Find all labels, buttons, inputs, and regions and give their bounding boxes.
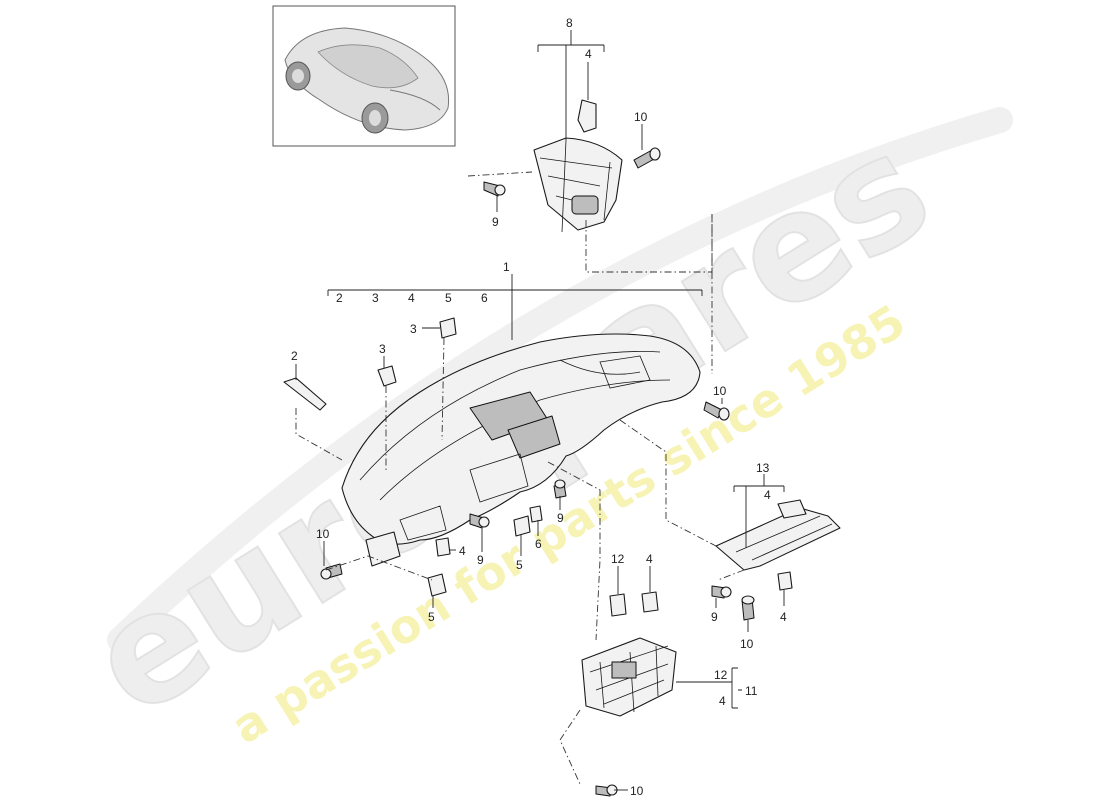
watermark-swoosh bbox=[107, 107, 1013, 653]
cross-member-bracket bbox=[715, 499, 841, 571]
callout-3-clip: 3 bbox=[410, 322, 417, 336]
callout-10-left: 10 bbox=[316, 527, 330, 541]
callout-9-mid-b: 9 bbox=[557, 511, 564, 525]
callout-4-top: 4 bbox=[585, 47, 592, 61]
callout-4-group: 4 bbox=[408, 291, 415, 305]
callout-6-mid: 6 bbox=[535, 537, 542, 551]
bolt-10-left bbox=[320, 563, 343, 580]
lower-left-mount bbox=[365, 531, 401, 567]
callout-3-side: 3 bbox=[379, 342, 386, 356]
callout-13: 13 bbox=[756, 461, 770, 475]
callout-10-right: 10 bbox=[713, 384, 727, 398]
callout-5-left: 5 bbox=[428, 610, 435, 624]
clip-4-13b bbox=[777, 571, 793, 591]
clip-part-4-top bbox=[577, 99, 597, 133]
callout-5-group: 5 bbox=[445, 291, 452, 305]
bolt-9-mid-a bbox=[469, 513, 490, 529]
clip-6-mid bbox=[529, 505, 543, 523]
reference-lines bbox=[295, 171, 745, 785]
callout-3-group: 3 bbox=[372, 291, 379, 305]
bolt-9-13 bbox=[711, 585, 732, 599]
callout-12-top: 12 bbox=[611, 552, 625, 566]
callout-10-13: 10 bbox=[740, 637, 754, 651]
callout-4-13: 4 bbox=[764, 488, 771, 502]
callout-9-top: 9 bbox=[492, 215, 499, 229]
callout-4-12: 4 bbox=[646, 552, 653, 566]
clip-12-top bbox=[609, 593, 627, 617]
bolt-10-13 bbox=[741, 595, 755, 621]
sports-car-icon bbox=[284, 27, 450, 134]
callout-10-bottom: 10 bbox=[630, 784, 644, 798]
callout-11: 11 bbox=[745, 684, 758, 698]
callout-2-group: 2 bbox=[336, 291, 343, 305]
callout-10-top: 10 bbox=[634, 110, 648, 124]
callout-4-11: 4 bbox=[719, 694, 726, 708]
callout-numbers: 8 4 10 9 1 2 3 4 5 6 2 3 3 10 10 4 9 9 6… bbox=[291, 16, 787, 798]
leader-lines bbox=[295, 30, 785, 791]
callout-9-13: 9 bbox=[711, 610, 718, 624]
callout-4-mid: 4 bbox=[459, 544, 466, 558]
bolt-9-mid-b bbox=[553, 479, 567, 499]
clip-5-left bbox=[427, 573, 447, 597]
dashboard-carrier bbox=[341, 333, 701, 545]
clip-3-left bbox=[377, 365, 397, 387]
callout-8: 8 bbox=[566, 16, 573, 30]
callout-9-mid-a: 9 bbox=[477, 553, 484, 567]
callout-6-group: 6 bbox=[481, 291, 488, 305]
car-thumbnail bbox=[272, 5, 456, 147]
callout-5-mid: 5 bbox=[516, 558, 523, 572]
clip-4-12 bbox=[641, 591, 659, 613]
callout-1: 1 bbox=[503, 260, 510, 274]
bolt-10-top bbox=[633, 147, 661, 169]
callout-12-11: 12 bbox=[714, 668, 728, 682]
bolt-10-right bbox=[703, 401, 730, 421]
center-console-frame bbox=[581, 637, 677, 717]
clip-5-mid bbox=[513, 515, 531, 537]
callout-2-side: 2 bbox=[291, 349, 298, 363]
callout-4-13b: 4 bbox=[780, 610, 787, 624]
clip-4-mid bbox=[435, 537, 451, 557]
side-bracket-2 bbox=[283, 377, 327, 411]
bolt-9-top bbox=[483, 181, 506, 197]
steering-support-bracket bbox=[533, 137, 623, 233]
bolt-10-bottom bbox=[595, 784, 618, 797]
clip-3-top bbox=[439, 317, 457, 339]
